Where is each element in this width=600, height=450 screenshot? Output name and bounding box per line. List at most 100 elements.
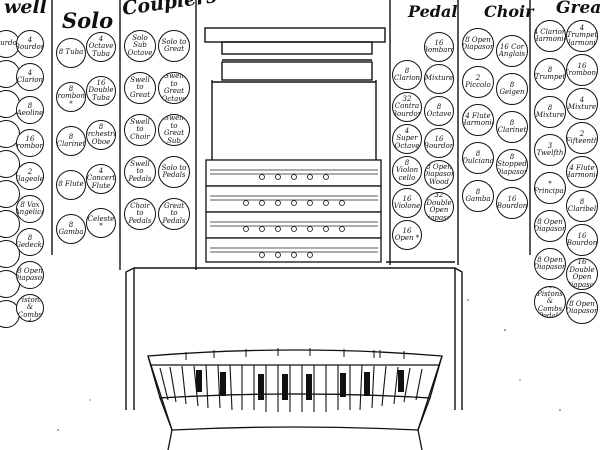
stop-knob-great_b-5: 8 Claribel xyxy=(566,190,598,222)
stop-knob-solo_b-2: 8 Orchestral Oboe xyxy=(86,120,116,150)
stop-knob-pedal_a-2: 4 Super Octave xyxy=(392,124,422,154)
stop-knob-couplers_a-4: Choir to Pedals xyxy=(124,198,156,230)
stop-knob-solo_b-3: 4 Concert Flute xyxy=(86,164,116,194)
stop-label: Choir to Pedals xyxy=(128,201,152,225)
stop-label: 4 Octave Tuba xyxy=(88,34,114,58)
stop-label: 2 Fifteenth xyxy=(566,129,598,145)
stop-label: 4 Trumpet Harmonic xyxy=(566,23,598,47)
stop-knob-great_a-4: * Principal xyxy=(534,172,566,204)
stop-label: 4 Super Octave xyxy=(394,126,420,150)
stop-knob-great_b-0: 4 Trumpet Harmonic xyxy=(566,20,598,52)
stop-knob-great_b-1: 16 Trombone xyxy=(566,54,598,86)
stop-label: Swell to Choir xyxy=(130,117,150,141)
stop-label: 8 Violon cello xyxy=(395,158,419,182)
stop-label: 3 Twelfth xyxy=(536,141,564,157)
stop-knob-great_b-3: 2 Fifteenth xyxy=(566,122,598,154)
stop-knob-couplers_b-4: Great to Pedals xyxy=(158,198,190,230)
stop-knob-pedal_b-5: 32 Double Open Diapason xyxy=(424,192,454,222)
stop-knob-solo_b-0: 4 Octave Tuba xyxy=(86,32,116,62)
stop-knob-pedal_b-4: 8 Open Diapason Wood xyxy=(424,160,454,190)
stop-knob-couplers_a-3: Swell to Pedals xyxy=(124,156,156,188)
stop-label: 8 Open Diapason xyxy=(17,266,43,282)
stop-label: 8 Open Diapason Wood xyxy=(424,162,454,186)
stop-knob-swell_b-7: 8 Open Diapason xyxy=(16,261,44,289)
stop-knob-swell_b-0: 4 Bourdon xyxy=(16,30,44,58)
stop-label: 16 Double Open Diapason xyxy=(566,258,598,289)
stop-knob-great_b-7: 16 Double Open Diapason xyxy=(566,258,598,290)
stop-knob-pedal_b-0: 16 Bombard xyxy=(424,32,454,62)
stop-knob-couplers_a-1: Swell to Great xyxy=(124,72,156,104)
jamb-title-great: Grea xyxy=(556,0,600,18)
stop-knob-solo_b-4: Celeste * xyxy=(86,208,116,238)
stop-knob-choir_b-3: 8 Stopped Diapason xyxy=(496,149,528,181)
jamb-title-choir: Choir xyxy=(484,2,534,21)
stop-knob-choir_a-3: 8 Dulciana xyxy=(462,142,494,174)
stop-label: 2 Piccolo xyxy=(465,73,491,89)
stop-label: Solo to Pedals xyxy=(161,163,187,179)
stop-label: 4 Flute Harmonic xyxy=(566,163,598,179)
jamb-title-solo: Solo xyxy=(62,8,114,33)
stop-knob-pedal_a-5: 16 Open * xyxy=(392,220,422,250)
stop-label: 8 Open Diapason xyxy=(534,217,566,233)
stop-knob-solo_a-3: 8 Flute xyxy=(56,170,86,200)
stop-knob-pedal_b-1: Mixture xyxy=(424,64,454,94)
stop-label: 2 Flageolet xyxy=(17,167,44,183)
stop-knob-solo_a-0: 8 Tuba xyxy=(56,38,86,68)
stop-knob-great_b-2: 4 Mixture xyxy=(566,88,598,120)
stop-label: 8 Octave xyxy=(426,102,452,118)
stop-label: 16 Bourdon xyxy=(424,134,454,150)
stop-knob-couplers_b-1: Swell to Great Octave xyxy=(158,72,190,104)
stop-knob-great_a-3: 3 Twelfth xyxy=(534,134,566,166)
stop-label: 8 Gamba xyxy=(465,187,491,203)
stop-label: 16 Bourdon xyxy=(566,231,598,247)
stop-label: 8 Clarion xyxy=(393,66,421,82)
stop-label: 8 Clarinet xyxy=(497,118,527,134)
stop-knob-choir_b-4: 16 Bourdon xyxy=(496,187,528,219)
manuals xyxy=(205,159,382,263)
stop-label: 4 Clarion xyxy=(16,68,44,84)
stop-knob-choir_b-0: 16 Cor Anglais xyxy=(496,35,528,67)
jamb-title-swell: well xyxy=(4,0,47,18)
stop-knob-great_b-8: 8 Open Diapason xyxy=(566,292,598,324)
stop-knob-couplers_b-3: Solo to Pedals xyxy=(158,156,190,188)
jamb-title-pedal: Pedal xyxy=(408,2,458,21)
stop-knob-choir_a-0: 8 Open Diapason xyxy=(462,28,494,60)
stop-label: Swell to Pedals xyxy=(128,159,152,183)
stop-label: 8 Dulciana xyxy=(462,149,494,165)
stop-label: 8 Clarinet xyxy=(56,132,86,148)
stop-label: 8 Trombone * xyxy=(57,84,85,108)
stop-knob-swell_b-4: 2 Flageolet xyxy=(16,162,44,190)
stop-label: 16 Trombone xyxy=(567,61,597,77)
stop-knob-pedal_a-0: 8 Clarion xyxy=(392,60,422,90)
stop-knob-solo_b-1: 16 Double Tuba xyxy=(86,76,116,106)
stop-label: Swell Pistons & Combs Pedals xyxy=(17,295,43,321)
stop-label: Bourdon xyxy=(0,39,20,48)
stop-knob-great_b-6: 16 Bourdon xyxy=(566,224,598,256)
stop-knob-choir_a-2: 4 Flute Harmonic xyxy=(462,104,494,136)
stop-knob-great_a-1: 8 Trumpet xyxy=(534,58,566,90)
stop-label: 8 Claribel xyxy=(567,197,597,213)
stop-knob-choir_a-1: 2 Piccolo xyxy=(462,66,494,98)
stop-label: 16 Open * xyxy=(394,226,420,242)
stop-label: * Principal xyxy=(534,179,566,195)
stop-label: Solo to Great xyxy=(161,37,187,53)
stop-label: 8 Geigen xyxy=(499,80,525,96)
stop-knob-solo_a-4: 8 Gamba xyxy=(56,214,86,244)
stop-knob-couplers_a-0: Solo Sub Octave xyxy=(124,30,156,62)
stop-knob-great_a-6: 8 Open Diapason xyxy=(534,248,566,280)
stop-knob-swell_b-6: 8 Gedeckt xyxy=(16,228,44,256)
stop-label: 8 Gedeckt xyxy=(16,233,44,249)
stop-knob-pedal_a-1: 32 Contra Bourdon xyxy=(392,92,422,122)
stop-knob-couplers_b-2: Swell to Great Sub xyxy=(158,114,190,146)
stop-label: 8 Mixture xyxy=(535,103,565,119)
stop-label: 32 Contra Bourdon xyxy=(392,94,422,118)
stop-label: 8 Tuba xyxy=(58,48,84,57)
stop-knob-great_a-5: 8 Open Diapason xyxy=(534,210,566,242)
stop-label: 4 Clarion Harmonic xyxy=(534,27,566,43)
stop-knob-pedal_b-3: 16 Bourdon xyxy=(424,128,454,158)
stop-knob-solo_a-1: 8 Trombone * xyxy=(56,82,86,112)
stop-label: 4 Mixture xyxy=(567,95,597,111)
stop-knob-choir_a-4: 8 Gamba xyxy=(462,180,494,212)
stop-label: 4 Flute Harmonic xyxy=(462,111,494,127)
